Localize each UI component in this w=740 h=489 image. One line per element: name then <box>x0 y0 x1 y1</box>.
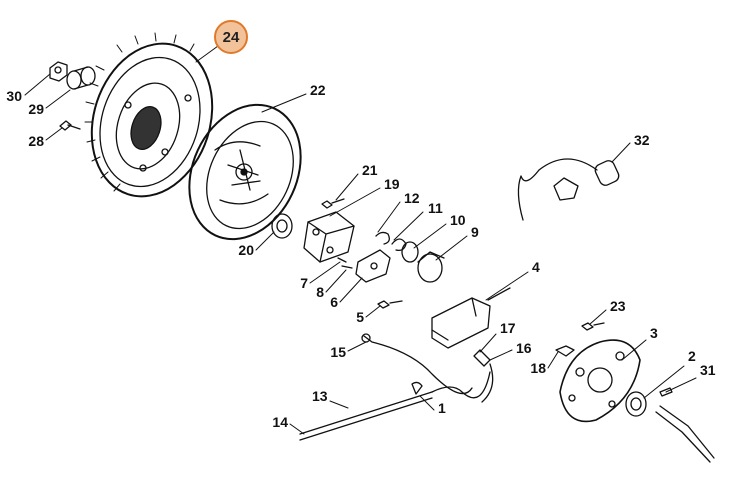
part-label-15[interactable]: 15 <box>330 344 346 360</box>
part-label-9[interactable]: 9 <box>471 224 479 240</box>
part-label-12[interactable]: 12 <box>404 190 420 206</box>
part-label-18[interactable]: 18 <box>530 360 546 376</box>
clip-part-11-12 <box>375 231 407 252</box>
part-label-4[interactable]: 4 <box>532 259 540 275</box>
bushing-part-20 <box>271 213 293 239</box>
highlighted-part-badge[interactable]: 24 <box>214 20 248 54</box>
part-label-23[interactable]: 23 <box>610 298 626 314</box>
screw-part-21 <box>321 198 345 209</box>
cable-part-16-17 <box>473 349 494 403</box>
part-label-22[interactable]: 22 <box>310 82 326 98</box>
seal-part-2 <box>625 391 647 417</box>
nut-part-30 <box>49 61 68 82</box>
part-label-20[interactable]: 20 <box>238 242 254 258</box>
key-part-31 <box>659 387 673 397</box>
cable-part-15 <box>361 333 473 395</box>
pin-part-18 <box>555 345 575 357</box>
part-label-8[interactable]: 8 <box>316 284 324 300</box>
part-label-21[interactable]: 21 <box>362 162 378 178</box>
screw-part-28 <box>59 120 81 131</box>
switch-part-32 <box>517 158 620 221</box>
part-label-16[interactable]: 16 <box>516 340 532 356</box>
part-label-28[interactable]: 28 <box>28 133 44 149</box>
part-label-31[interactable]: 31 <box>700 362 716 378</box>
part-label-3[interactable]: 3 <box>650 325 658 341</box>
part-label-19[interactable]: 19 <box>384 176 400 192</box>
contact-part-6 <box>355 249 391 283</box>
part-label-17[interactable]: 17 <box>500 320 516 336</box>
part-label-14[interactable]: 14 <box>272 414 288 430</box>
part-label-29[interactable]: 29 <box>28 101 44 117</box>
screw-part-5 <box>377 300 403 309</box>
part-label-10[interactable]: 10 <box>450 212 466 228</box>
cam-part-9 <box>417 251 445 283</box>
cable-part-13-14 <box>299 371 491 441</box>
part-label-1[interactable]: 1 <box>438 400 446 416</box>
ring-part-22 <box>188 103 302 241</box>
crankshaft <box>655 405 715 463</box>
part-label-30[interactable]: 30 <box>6 88 22 104</box>
part-label-11[interactable]: 11 <box>428 200 443 216</box>
part-label-6[interactable]: 6 <box>330 294 338 310</box>
part-label-2[interactable]: 2 <box>688 348 696 364</box>
part-label-7[interactable]: 7 <box>300 275 308 291</box>
washer-part-29 <box>66 66 96 90</box>
condenser-part-4 <box>431 287 511 349</box>
part-label-13[interactable]: 13 <box>312 388 328 404</box>
felt-part-10 <box>401 241 419 263</box>
leader-lines <box>24 45 697 435</box>
flywheel-part-24 <box>84 32 214 198</box>
part-label-5[interactable]: 5 <box>356 309 364 325</box>
screw-part-7-8 <box>337 257 353 269</box>
plate-part-3 <box>559 339 641 423</box>
part-label-32[interactable]: 32 <box>634 132 650 148</box>
screw-part-23 <box>581 322 605 331</box>
module-part-19 <box>303 211 355 263</box>
